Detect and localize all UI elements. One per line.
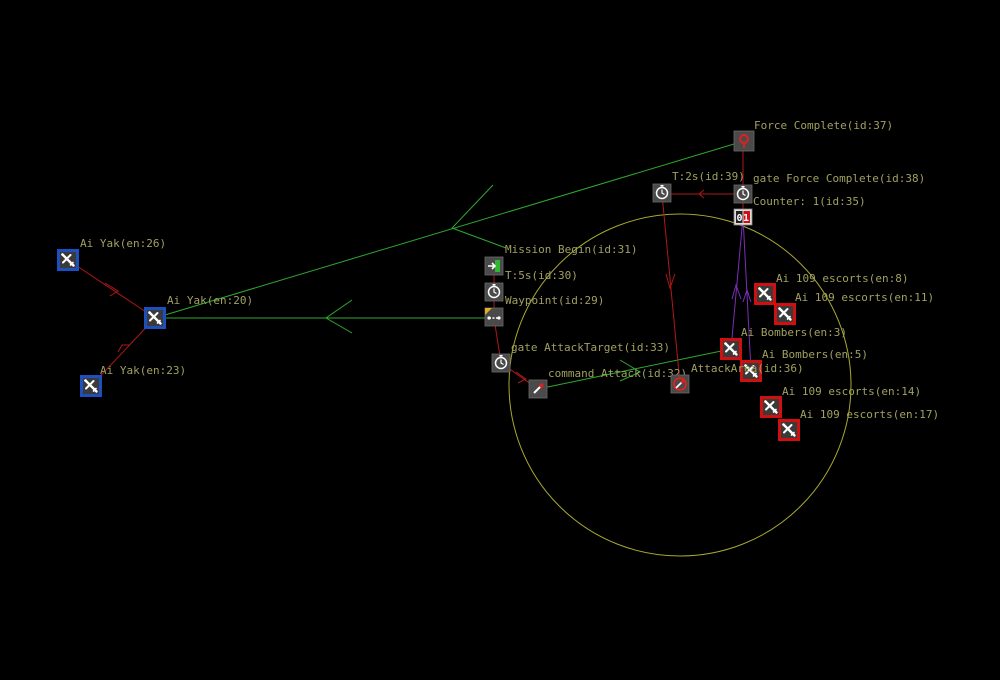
unit-label: Ai Yak(en:23): [100, 364, 186, 377]
mission-begin-icon: [488, 260, 500, 272]
unit-109-escorts-11[interactable]: [774, 303, 796, 325]
node-label: Mission Begin(id:31): [505, 243, 637, 256]
unit-label: Ai Yak(en:26): [80, 237, 166, 250]
attack-area-icon: [673, 377, 687, 391]
unit-label: Ai 109 escorts(en:14): [782, 385, 921, 398]
node-label: Force Complete(id:37): [754, 119, 893, 132]
node-mission-begin[interactable]: [484, 256, 504, 276]
route-lines: [154, 140, 745, 390]
node-counter[interactable]: 01: [733, 208, 753, 226]
unit-bombers-5[interactable]: [740, 360, 762, 382]
node-gate-force-complete[interactable]: [733, 184, 753, 204]
unit-label: Ai 109 escorts(en:11): [795, 291, 934, 304]
node-label: T:2s(id:39): [672, 170, 745, 183]
node-timer-5s[interactable]: [484, 282, 504, 302]
unit-label: Ai Bombers(en:3): [741, 326, 847, 339]
timer-icon: [652, 183, 672, 203]
timer-icon: [484, 282, 504, 302]
node-timer-2s[interactable]: [652, 183, 672, 203]
timer-icon: [733, 184, 753, 204]
unit-label: Ai 109 escorts(en:17): [800, 408, 939, 421]
command-icon: [533, 383, 544, 394]
unit-yak-20[interactable]: [144, 307, 166, 329]
unit-yak-23[interactable]: [80, 375, 102, 397]
unit-bombers-3[interactable]: [720, 338, 742, 360]
attack-area-radius: [508, 213, 852, 557]
node-label: AttackArea(id:36): [691, 362, 804, 375]
unit-109-escorts-17[interactable]: [778, 419, 800, 441]
force-complete-icon: [739, 134, 749, 148]
unit-label: Ai 109 escorts(en:8): [776, 272, 908, 285]
node-force-complete[interactable]: [733, 130, 755, 152]
waypoint-icon: [485, 308, 501, 320]
node-label: gate AttackTarget(id:33): [511, 341, 670, 354]
node-label: command Attack(id:32): [548, 367, 687, 380]
node-waypoint[interactable]: [484, 307, 504, 327]
node-attack-area[interactable]: [670, 374, 690, 394]
unit-109-escorts-8[interactable]: [754, 283, 776, 305]
counter-icon: 01: [736, 213, 749, 224]
node-label: Counter: 1(id:35): [753, 195, 866, 208]
timer-icon: [491, 353, 511, 373]
node-label: gate Force Complete(id:38): [753, 172, 925, 185]
node-label: T:5s(id:30): [505, 269, 578, 282]
node-command-attack[interactable]: [528, 379, 548, 399]
target-links: [730, 216, 752, 372]
unit-label: Ai Yak(en:20): [167, 294, 253, 307]
unit-109-escorts-14[interactable]: [760, 396, 782, 418]
node-label: Waypoint(id:29): [505, 294, 604, 307]
node-gate-attack-target[interactable]: [491, 353, 511, 373]
unit-yak-26[interactable]: [57, 249, 79, 271]
unit-label: Ai Bombers(en:5): [762, 348, 868, 361]
